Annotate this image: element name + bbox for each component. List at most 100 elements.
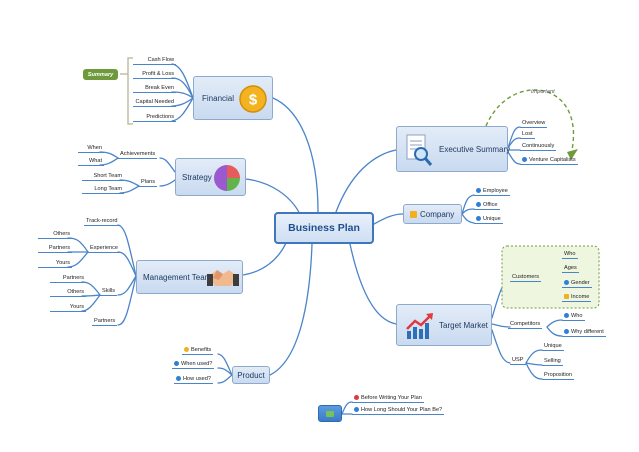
person-icon — [564, 312, 569, 318]
market-income-label: Income — [571, 294, 590, 300]
executive-venture-capitalists[interactable]: Venture Capitalists — [520, 156, 578, 165]
market-cust-gender[interactable]: Gender — [562, 279, 592, 288]
financial-item-capital-needed[interactable]: Capital Needed — [133, 98, 176, 107]
branch-product — [269, 243, 313, 376]
executive-continuously[interactable]: Continuously — [520, 143, 557, 151]
financial-item-cash-flow[interactable]: Cash Flow — [133, 56, 176, 65]
financial-item-predictions[interactable]: Predictions — [133, 113, 176, 122]
strategy-when[interactable]: When — [78, 144, 104, 153]
market-usp-unique[interactable]: Unique — [542, 343, 564, 351]
product-when-used[interactable]: When used? — [172, 360, 215, 369]
company-unique-label: Unique — [483, 216, 501, 222]
executive-venture-label: Venture Capitalists — [529, 157, 576, 163]
dollar-coin-icon: $ — [239, 85, 267, 113]
product-title: Product — [237, 370, 265, 380]
product-how-used-label: How used? — [183, 376, 211, 382]
management-track-record[interactable]: Track-record — [84, 218, 120, 226]
star-icon — [354, 394, 359, 400]
topic-management-team[interactable]: Management Team — [136, 260, 243, 294]
market-why-label: Why different — [571, 329, 604, 335]
company-office[interactable]: Office — [474, 201, 500, 210]
relationship-arrow — [485, 89, 575, 151]
company-employee[interactable]: Employee — [474, 187, 510, 196]
market-comp-who-label: Who — [571, 313, 583, 319]
branch-market — [349, 243, 397, 325]
management-exp-partners[interactable]: Partners — [38, 244, 72, 253]
management-skills-partners[interactable]: Partners — [50, 274, 86, 283]
central-topic[interactable]: Business Plan — [274, 212, 374, 244]
building-icon — [410, 210, 417, 218]
management-skills-others[interactable]: Others — [50, 288, 86, 297]
branch-strategy — [245, 178, 301, 215]
financial-item-profit-loss[interactable]: Profit & Loss — [133, 70, 176, 79]
executive-overview[interactable]: Overview — [520, 120, 548, 128]
company-employee-label: Employee — [483, 188, 508, 194]
smiley-icon — [184, 346, 189, 352]
product-benefits[interactable]: Benefits — [182, 346, 214, 355]
executive-lost[interactable]: Lost — [520, 131, 535, 139]
management-title: Management Team — [143, 272, 212, 282]
question-icon — [522, 156, 527, 162]
management-experience[interactable]: Experience — [88, 245, 120, 253]
strategy-plans[interactable]: Plans — [139, 179, 157, 187]
management-exp-others[interactable]: Others — [38, 230, 72, 239]
management-exp-yours[interactable]: Yours — [38, 259, 72, 268]
management-skills-yours[interactable]: Yours — [50, 303, 86, 312]
product-benefits-label: Benefits — [191, 347, 212, 353]
svg-text:$: $ — [249, 92, 258, 109]
financial-item-break-even[interactable]: Break Even — [133, 84, 176, 93]
summary-tag[interactable]: Summary — [83, 69, 118, 80]
branch-executive — [335, 149, 397, 213]
company-unique[interactable]: Unique — [474, 215, 503, 224]
management-skills[interactable]: Skills — [100, 288, 118, 296]
company-title: Company — [420, 209, 455, 219]
strategy-short-team[interactable]: Short Team — [82, 172, 124, 181]
market-usp-selling[interactable]: Selling — [542, 358, 563, 366]
topic-product[interactable]: Product — [232, 366, 270, 384]
market-competitors[interactable]: Competitors — [508, 321, 543, 329]
document-search-icon — [406, 134, 433, 166]
person-icon — [564, 279, 569, 285]
floating-topic-icon — [326, 410, 334, 417]
company-office-label: Office — [483, 202, 498, 208]
important-note: Important — [531, 89, 555, 95]
floating-how-long-label: How Long Should Your Plan Be? — [361, 407, 443, 413]
topic-company[interactable]: Company — [403, 204, 462, 224]
flag-icon — [476, 201, 481, 207]
product-when-used-label: When used? — [181, 361, 213, 367]
market-usp-proposition[interactable]: Proposition — [542, 372, 574, 380]
product-how-used[interactable]: How used? — [174, 375, 213, 384]
strategy-long-team[interactable]: Long Team — [82, 185, 124, 194]
money-icon — [564, 293, 569, 299]
floating-topic[interactable] — [318, 405, 342, 422]
market-cust-ages[interactable]: Ages — [562, 265, 579, 273]
strategy-achievements[interactable]: Achievements — [118, 151, 158, 159]
market-cust-who[interactable]: Who — [562, 251, 578, 259]
question-icon — [354, 406, 359, 412]
branch-company — [373, 213, 404, 225]
management-partners[interactable]: Partners — [92, 318, 118, 326]
topic-financial[interactable]: Financial $ — [193, 76, 273, 120]
market-cust-income[interactable]: Income — [562, 293, 592, 302]
topic-target-market[interactable]: Target Market — [396, 304, 492, 346]
market-customers[interactable]: Customers — [510, 274, 542, 282]
summary-bracket — [120, 57, 133, 125]
strategy-title: Strategy — [182, 172, 212, 182]
executive-title: Executive Summary — [439, 144, 511, 154]
strategy-what[interactable]: What — [78, 157, 104, 166]
handshake-icon — [207, 270, 239, 286]
floating-before-writing[interactable]: Before Writing Your Plan — [352, 394, 424, 403]
market-comp-who[interactable]: Who — [562, 312, 585, 321]
market-comp-why-different[interactable]: Why different — [562, 328, 606, 337]
floating-how-long[interactable]: How Long Should Your Plan Be? — [352, 406, 445, 415]
topic-executive-summary[interactable]: Executive Summary — [396, 126, 511, 172]
growth-chart-icon — [406, 313, 433, 339]
question-icon — [564, 328, 569, 334]
market-usp[interactable]: USP — [510, 357, 526, 365]
market-title: Target Market — [439, 320, 488, 330]
question-icon — [174, 360, 179, 366]
topic-strategy[interactable]: Strategy — [175, 158, 246, 196]
financial-title: Financial — [202, 93, 235, 103]
question-icon — [176, 375, 181, 381]
pie-chart-icon — [214, 165, 240, 191]
